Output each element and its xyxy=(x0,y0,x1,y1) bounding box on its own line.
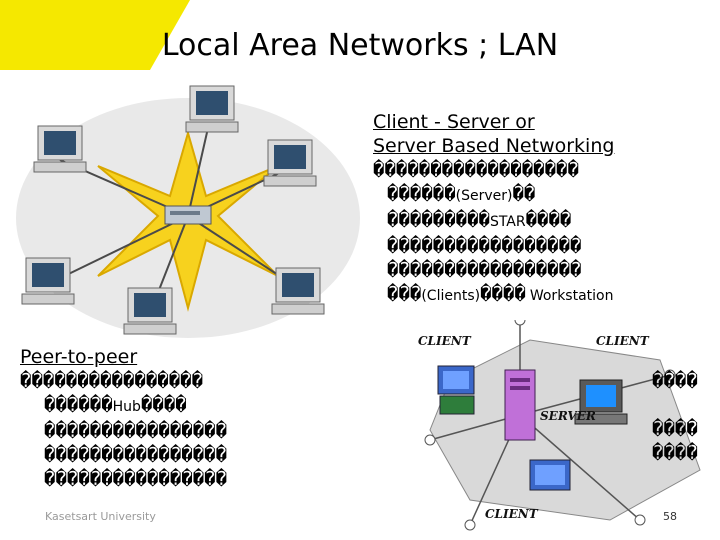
peer-line-1-right: ���� xyxy=(652,370,698,392)
footer-text: Kasetsart University xyxy=(45,510,156,523)
computer-icon-bottom-right xyxy=(271,267,325,315)
computer-icon-right xyxy=(263,139,317,187)
peer-text-right: ���� ���� ���� xyxy=(652,369,720,465)
peer-line-3: ���������������� xyxy=(44,420,228,442)
peer-line-5: ���������������� xyxy=(44,468,228,490)
corner-accent xyxy=(0,0,190,70)
peer-line-2: ������Hub���� xyxy=(44,394,187,416)
client-server-line-5: ����������������� xyxy=(387,259,582,281)
peer-to-peer-text: Peer-to-peer ���������������� ������Hub�… xyxy=(20,345,428,491)
peer-line-4-right: ���� xyxy=(652,442,698,464)
client-server-heading-2: Server Based Networking xyxy=(373,135,615,157)
peer-line-1: ���������������� xyxy=(20,370,204,392)
client-computer-bottom xyxy=(529,459,571,491)
star-topology-diagram xyxy=(16,85,360,338)
computer-icon-left xyxy=(33,125,87,173)
server-tower xyxy=(504,369,536,441)
computer-icon-top xyxy=(185,85,239,133)
peer-line-4: ���������������� xyxy=(44,444,228,466)
slide-title: Local Area Networks ; LAN xyxy=(161,28,559,63)
client-server-line-1: ������������������ xyxy=(373,159,579,181)
client-server-text: Client - Server or Server Based Networki… xyxy=(373,110,720,308)
client-server-line-6: ���(Clients)����Workstation xyxy=(387,283,614,305)
label-client-bottom: CLIENT xyxy=(485,507,539,521)
client-server-diagram: CLIENT CLIENT SERVER CLIENT xyxy=(418,320,701,531)
client-computer-right xyxy=(574,379,628,425)
client-server-line-4: ����������������� xyxy=(387,235,582,257)
peer-line-3-right: ���� xyxy=(652,418,698,440)
computer-icon-bottom-left xyxy=(21,257,75,305)
computer-icon-bottom xyxy=(123,287,177,335)
hub-device xyxy=(164,205,212,225)
client-computer-left xyxy=(437,365,475,415)
label-client-top-left: CLIENT xyxy=(418,334,472,348)
page-number: 58 xyxy=(663,510,677,523)
label-client-top-right: CLIENT xyxy=(596,334,650,348)
peer-heading: Peer-to-peer xyxy=(20,346,138,368)
label-server: SERVER xyxy=(540,409,596,423)
client-server-line-3: ���������STAR���� xyxy=(387,209,572,231)
client-server-heading-1: Client - Server or xyxy=(373,111,535,133)
client-server-line-2: ������(Server)�� xyxy=(387,183,536,205)
